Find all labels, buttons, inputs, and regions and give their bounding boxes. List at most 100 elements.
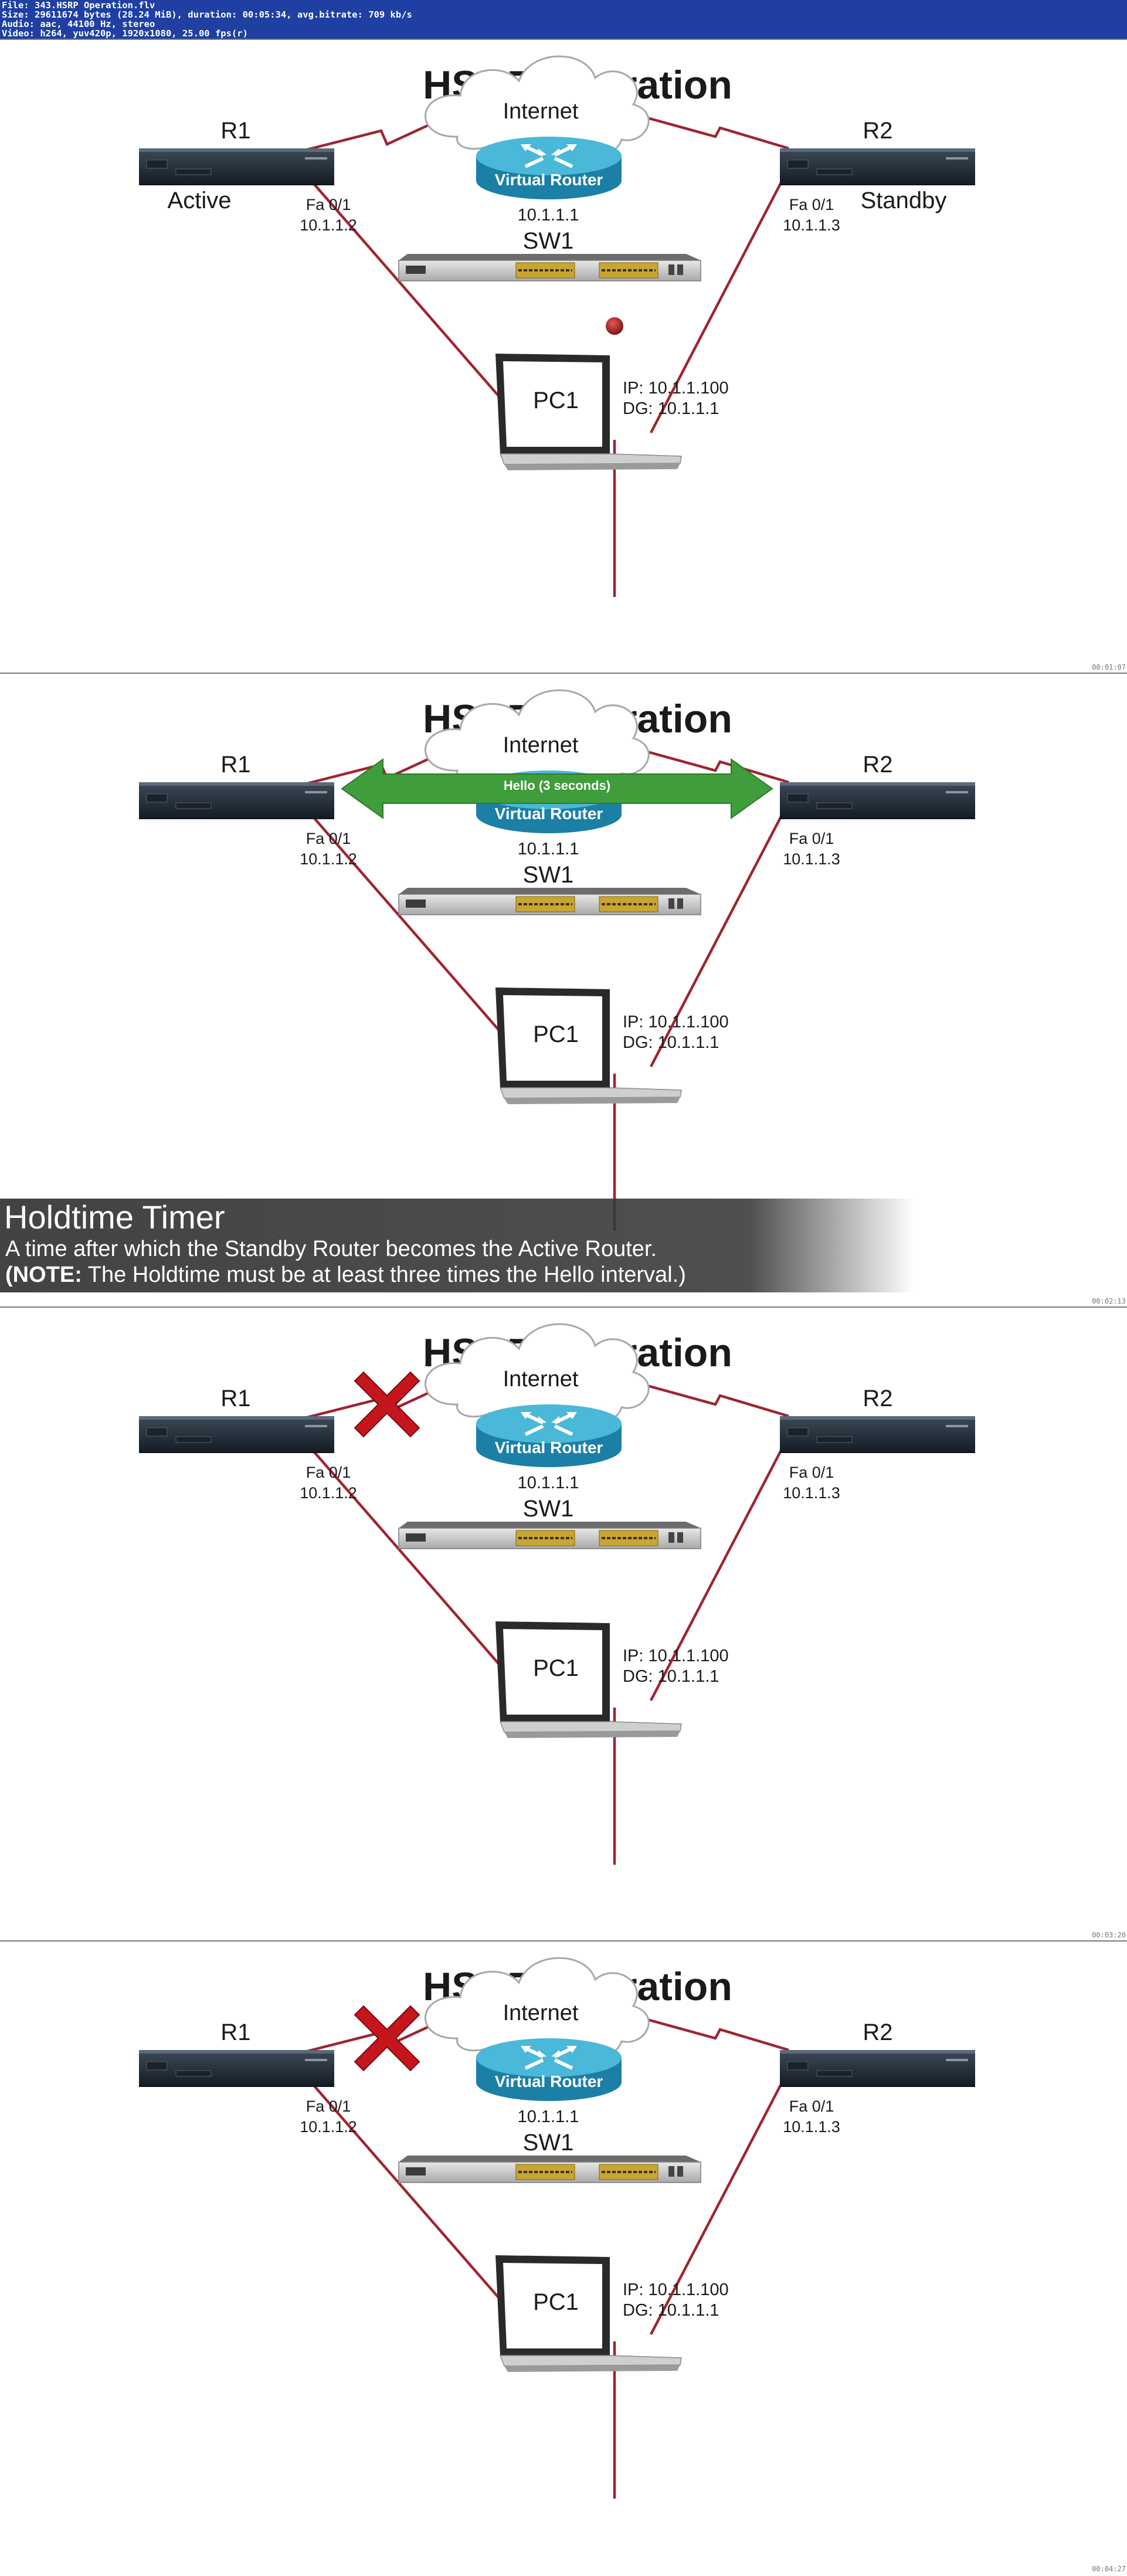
sw1-label: SW1 xyxy=(523,2130,574,2156)
r1-ip-label: 10.1.1.2 xyxy=(300,2118,357,2136)
frame2-extras: Hello (3 seconds) xyxy=(341,758,773,819)
frame4-extras xyxy=(354,2005,420,2072)
file-info-line: File: 343.HSRP Operation.flv xyxy=(2,0,155,11)
r2-label: R2 xyxy=(863,2020,892,2045)
router-r2-icon xyxy=(780,782,975,819)
internet-label: Internet xyxy=(503,733,579,758)
router-r2-icon xyxy=(780,148,975,185)
standby-label: Standby xyxy=(861,188,947,213)
pc1-laptop-icon xyxy=(495,2255,682,2372)
r2-port-label: Fa 0/1 xyxy=(789,2098,834,2115)
link-r1-sw1 xyxy=(304,1440,532,1702)
active-label: Active xyxy=(168,188,232,213)
pc-ip-label: IP: 10.1.1.100 xyxy=(623,1647,729,1665)
virtual-router-icon: Virtual Router xyxy=(476,1404,622,1467)
r1-ip-label: 10.1.1.2 xyxy=(300,850,357,868)
link-r1-internet xyxy=(304,745,455,786)
r1-label: R1 xyxy=(220,118,250,144)
overlay-note: (NOTE: The Holdtime must be at least thr… xyxy=(5,1262,686,1288)
link-internet-r2 xyxy=(630,2013,789,2052)
virtual-ip-label: 10.1.1.1 xyxy=(518,2107,579,2126)
pc1-label: PC1 xyxy=(533,388,579,413)
link-r2-sw1 xyxy=(650,2074,787,2336)
r1-ip-label: 10.1.1.2 xyxy=(300,1484,357,1502)
virtual-router-label: Virtual Router xyxy=(495,171,603,189)
r2-label: R2 xyxy=(863,752,892,778)
r2-port-label: Fa 0/1 xyxy=(789,830,834,847)
router-r1-icon xyxy=(139,1416,334,1453)
file-info-line: Video: h264, yuv420p, 1920x1080, 25.00 f… xyxy=(2,28,248,39)
link-internet-r2 xyxy=(630,745,789,784)
overlay-note-text: The Holdtime must be at least three time… xyxy=(82,1262,686,1287)
link-r2-sw1 xyxy=(650,806,787,1068)
link-r1-sw1 xyxy=(304,172,532,434)
r2-ip-label: 10.1.1.3 xyxy=(783,216,840,234)
overlay-description: A time after which the Standby Router be… xyxy=(5,1237,657,1261)
r1-port-label: Fa 0/1 xyxy=(306,2098,351,2115)
pc1-label: PC1 xyxy=(533,1021,579,1047)
overlay-title: Holdtime Timer xyxy=(4,1199,225,1236)
r2-port-label: Fa 0/1 xyxy=(789,196,834,213)
pc-ip-label: IP: 10.1.1.100 xyxy=(623,1013,729,1031)
router-r1-icon xyxy=(139,2050,334,2087)
frame3-extras xyxy=(354,1371,420,1438)
virtual-router-icon: Virtual Router xyxy=(476,2038,622,2101)
pc1-laptop-icon xyxy=(495,354,682,470)
file-info-bar: File: 343.HSRP Operation.flv Size: 29611… xyxy=(0,0,1127,39)
r2-port-label: Fa 0/1 xyxy=(789,1464,834,1481)
switch-sw1-icon xyxy=(398,254,701,281)
virtual-router-label: Virtual Router xyxy=(495,1438,603,1457)
r1-port-label: Fa 0/1 xyxy=(306,1464,351,1481)
link-failure-x-icon xyxy=(354,2005,420,2072)
hello-arrow xyxy=(341,758,773,819)
pc-dg-label: DG: 10.1.1.1 xyxy=(623,2301,719,2320)
file-info-line: Audio: aac, 44100 Hz, stereo xyxy=(2,19,155,29)
holdtime-overlay: Holdtime Timer A time after which the St… xyxy=(0,1199,915,1292)
link-status-dot xyxy=(606,317,623,335)
pc-ip-label: IP: 10.1.1.100 xyxy=(623,2280,729,2299)
r1-ip-label: 10.1.1.2 xyxy=(300,216,357,234)
hello-label: Hello (3 seconds) xyxy=(504,778,610,793)
r1-label: R1 xyxy=(220,752,250,778)
internet-label: Internet xyxy=(503,99,579,124)
video-frame-1: HSRP Operation Internet R1 xyxy=(0,39,1127,673)
router-r2-icon xyxy=(780,1416,975,1453)
sw1-label: SW1 xyxy=(523,228,574,254)
switch-sw1-icon xyxy=(398,888,701,915)
switch-sw1-icon xyxy=(398,1522,701,1549)
network-diagram: HSRP Operation Internet R1 xyxy=(139,689,975,1231)
r1-label: R1 xyxy=(220,2020,250,2045)
frame1-extras: Active Standby xyxy=(168,188,947,213)
router-r1-icon xyxy=(139,148,334,185)
frame-timestamp: 00:02:13 xyxy=(1092,1297,1126,1305)
video-frame-4: HSRP Operation Internet R1 xyxy=(0,1940,1127,2574)
internet-label: Internet xyxy=(503,2001,579,2025)
pc-ip-label: IP: 10.1.1.100 xyxy=(623,379,729,398)
virtual-ip-label: 10.1.1.1 xyxy=(518,840,579,858)
link-r1-internet xyxy=(304,111,455,152)
switch-sw1-icon xyxy=(398,2156,701,2183)
virtual-ip-label: 10.1.1.1 xyxy=(518,1474,579,1492)
r1-label: R1 xyxy=(220,1386,250,1411)
pc1-laptop-icon xyxy=(495,1621,682,1738)
virtual-router-label: Virtual Router xyxy=(495,2072,603,2090)
video-frame-3: HSRP Operation Internet R1 xyxy=(0,1306,1127,1940)
link-r1-sw1 xyxy=(304,806,532,1068)
r1-port-label: Fa 0/1 xyxy=(306,830,351,847)
sw1-label: SW1 xyxy=(523,1496,574,1522)
network-diagram: HSRP Operation Internet R1 xyxy=(139,1957,975,2499)
video-frame-2: HSRP Operation Internet R1 xyxy=(0,673,1127,1306)
network-diagram: HSRP Operation Internet R1 xyxy=(139,55,975,597)
frame-timestamp: 00:01:07 xyxy=(1092,663,1126,671)
sw1-label: SW1 xyxy=(523,862,574,888)
router-r1-icon xyxy=(139,782,334,819)
link-internet-r2 xyxy=(630,1379,789,1418)
r2-label: R2 xyxy=(863,118,892,144)
virtual-router-label: Virtual Router xyxy=(495,805,603,823)
pc1-label: PC1 xyxy=(533,2289,579,2315)
pc-dg-label: DG: 10.1.1.1 xyxy=(623,1667,719,1686)
r2-ip-label: 10.1.1.3 xyxy=(783,1484,840,1502)
link-r2-sw1 xyxy=(650,172,787,434)
internet-cloud: Internet xyxy=(425,55,650,159)
virtual-router-icon: Virtual Router xyxy=(476,137,622,199)
